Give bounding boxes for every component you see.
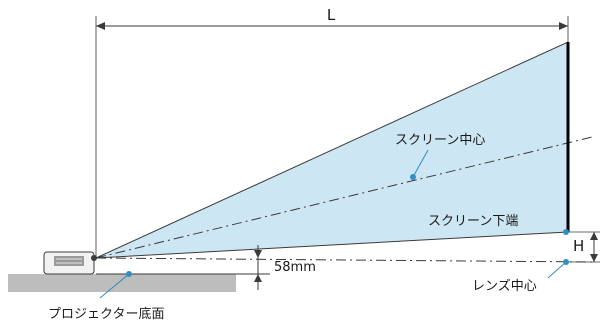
l-arrow-right bbox=[559, 22, 568, 30]
lens-center-line bbox=[95, 257, 596, 263]
offset-label: 58mm bbox=[274, 260, 316, 275]
offset-arrow-up bbox=[254, 274, 262, 282]
length-label: L bbox=[327, 6, 336, 24]
projector bbox=[43, 251, 97, 275]
screen-center-label: スクリーン中心 bbox=[395, 133, 485, 148]
h-arrow-up bbox=[590, 232, 598, 240]
screen-center-leader bbox=[412, 149, 429, 178]
offset-arrow-down bbox=[254, 250, 262, 258]
floor bbox=[8, 274, 236, 292]
lens-center-label: レンズ中心 bbox=[472, 278, 537, 294]
projector-bottom-label: プロジェクター底面 bbox=[48, 306, 164, 322]
h-arrow-down bbox=[590, 254, 598, 262]
lens-center-leader bbox=[547, 261, 567, 279]
screen-bottom-label: スクリーン下端 bbox=[428, 214, 518, 229]
screen-bottom-dot bbox=[563, 229, 569, 235]
projector-bottom-leader bbox=[99, 273, 130, 299]
screen-center-line bbox=[95, 136, 593, 259]
height-label: H bbox=[573, 237, 584, 255]
l-arrow-left bbox=[96, 22, 105, 30]
